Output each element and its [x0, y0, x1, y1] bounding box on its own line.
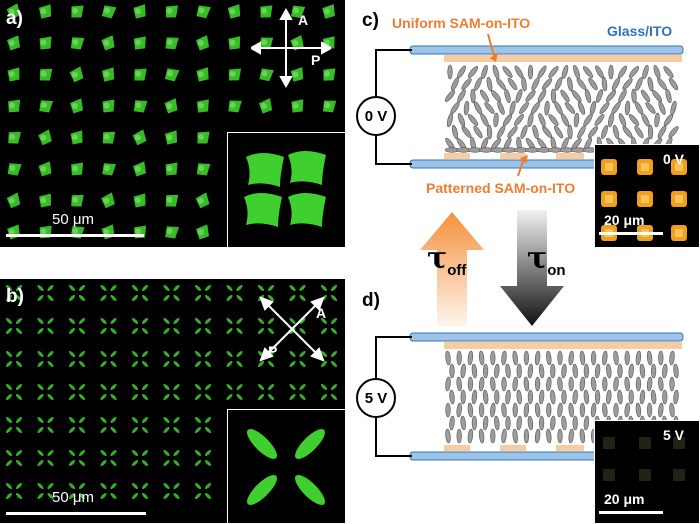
- transition-arrows: [420, 210, 564, 326]
- panel-b-micrograph: [0, 279, 345, 523]
- analyzer-label-b: A: [316, 305, 327, 321]
- pom-grid-a: [6, 3, 337, 240]
- scale-bar-a: [6, 234, 144, 237]
- crossed-polarizer-arrows-a: [251, 8, 331, 88]
- panel-a-label: a): [6, 8, 23, 29]
- pom-grid-b: [5, 284, 338, 500]
- scale-bar-label-b: 50 μm: [52, 489, 94, 506]
- scale-bar-b: [6, 512, 146, 515]
- panel-d-label: d): [362, 290, 380, 311]
- tau-on-arrow: [500, 210, 564, 326]
- voltage-source-c: 0 V: [356, 96, 396, 136]
- voltage-source-d: 5 V: [356, 378, 396, 418]
- polarizer-label-b: P: [268, 343, 278, 359]
- lc-cell-schematics: [375, 33, 684, 461]
- inset-d-scale-bar: [599, 511, 663, 514]
- inset-d-scale-label: 20 μm: [604, 491, 645, 507]
- tau-on-label: τon: [527, 241, 566, 279]
- panel-a-micrograph: [0, 0, 345, 247]
- inset-d-voltage: 5 V: [663, 427, 685, 443]
- panel-b-label: b): [6, 286, 24, 307]
- analyzer-label-a: A: [298, 12, 309, 28]
- polarizer-label-a: P: [311, 52, 321, 68]
- glass-ito-label: Glass/ITO: [607, 23, 673, 39]
- panel-a-zoom-inset: [227, 132, 345, 247]
- inset-c-voltage: 0 V: [663, 151, 685, 167]
- inset-c-scale-label: 20 μm: [604, 212, 645, 228]
- tau-off-arrow: [420, 212, 484, 326]
- panel-c-inset: [594, 144, 700, 248]
- panel-d-inset: [594, 420, 700, 524]
- scale-bar-label-a: 50 μm: [52, 211, 94, 228]
- panel-c-label: c): [362, 10, 379, 31]
- tau-off-label: τoff: [427, 241, 467, 279]
- inset-c-scale-bar: [599, 232, 663, 235]
- rotated-polarizer-arrows-b: [259, 296, 325, 362]
- panel-b-zoom-inset: [227, 409, 345, 523]
- patterned-sam-label: Patterned SAM-on-ITO: [426, 180, 576, 196]
- uniform-sam-label: Uniform SAM-on-ITO: [392, 15, 531, 31]
